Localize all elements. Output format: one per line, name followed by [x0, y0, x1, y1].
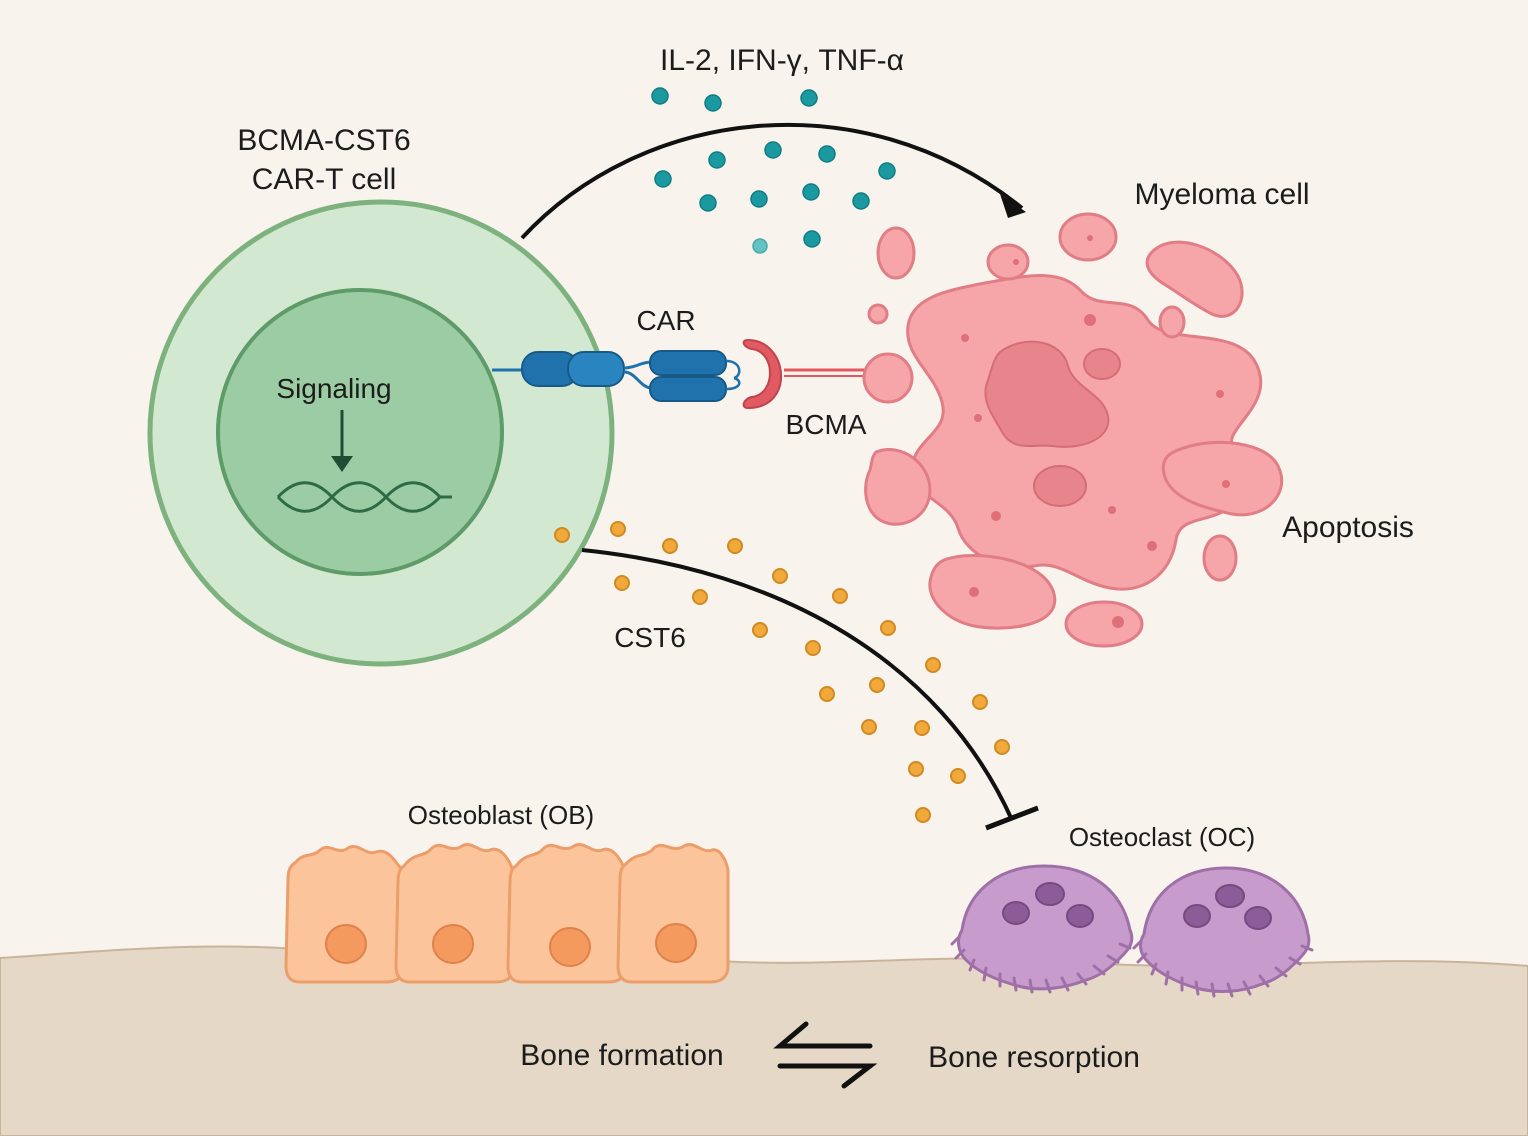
bcma-binding-cup	[742, 338, 783, 410]
car-scfv-light	[649, 376, 727, 402]
myeloma-granules	[961, 235, 1230, 628]
apoptotic-body	[928, 553, 1057, 630]
myeloma-cell	[862, 212, 1284, 648]
osteoclast-nucleus	[1035, 882, 1065, 906]
osteoblast-nucleus	[432, 924, 474, 964]
cst6-inhibition-arrow	[581, 548, 1014, 821]
osteoclast-cell	[1132, 866, 1314, 998]
car-t-cell-label-line1: BCMA-CST6	[237, 124, 410, 157]
bone-surface	[0, 945, 1528, 1136]
car-t-nucleus	[216, 288, 504, 576]
apoptotic-body	[1064, 600, 1144, 648]
osteoclast-nucleus	[1066, 904, 1094, 928]
osteoblast-nucleus	[549, 927, 591, 967]
apoptotic-body	[862, 352, 914, 404]
bcma-receptor	[742, 338, 866, 410]
apoptotic-body	[864, 448, 932, 526]
dna-icon	[276, 481, 452, 513]
signaling-label: Signaling	[276, 373, 391, 404]
osteoblast-cell	[284, 845, 406, 984]
osteoblast-cell	[394, 843, 516, 984]
apoptotic-body	[986, 243, 1030, 281]
cytokines-label: IL-2, IFN-γ, TNF-α	[660, 44, 904, 77]
apoptotic-body	[1145, 240, 1244, 318]
osteoclast-cell	[950, 864, 1134, 994]
myeloma-fragment	[1033, 465, 1087, 507]
cytokine-arrowhead	[1000, 194, 1026, 218]
myeloma-fragment	[1083, 348, 1121, 380]
osteoblast-label: Osteoblast (OB)	[408, 800, 594, 830]
cytokine-arrow	[520, 122, 1024, 240]
apoptotic-body	[1161, 440, 1284, 517]
car-label: CAR	[636, 305, 695, 336]
myeloma-cell-label: Myeloma cell	[1134, 178, 1309, 211]
osteoblast-nucleus	[325, 924, 367, 964]
osteoclast-nucleus	[1244, 906, 1272, 930]
car-receptor	[492, 350, 741, 402]
osteoblast-nucleus	[655, 923, 697, 963]
osteoblasts	[284, 843, 730, 984]
bone-formation-label: Bone formation	[520, 1039, 723, 1072]
apoptotic-body	[867, 303, 889, 325]
cst6-dots	[554, 521, 1010, 823]
osteoclast-label: Osteoclast (OC)	[1069, 822, 1255, 852]
car-domain-2	[567, 351, 625, 387]
signaling-arrowhead	[331, 456, 353, 472]
osteoclast-nucleus	[1215, 884, 1245, 908]
car-t-cell-label-line2: CAR-T cell	[252, 163, 396, 196]
osteoclasts	[950, 864, 1314, 998]
bone-resorption-label: Bone resorption	[928, 1041, 1140, 1074]
apoptotic-body	[1202, 534, 1238, 582]
cst6-inhibition-bar	[985, 805, 1039, 831]
osteoclast-nucleus	[1183, 904, 1211, 928]
osteoclast-nucleus	[1002, 901, 1030, 925]
apoptotic-body	[1158, 305, 1186, 339]
cytokine-dots	[651, 87, 896, 254]
car-t-cell	[147, 199, 615, 667]
myeloma-nucleus	[984, 340, 1110, 448]
osteoblast-cell	[616, 843, 730, 984]
car-scfv-heavy	[649, 350, 727, 376]
apoptosis-label: Apoptosis	[1282, 511, 1414, 544]
cst6-label: CST6	[614, 622, 686, 653]
osteoblast-cell	[506, 843, 628, 984]
bcma-label: BCMA	[786, 409, 867, 440]
apoptotic-body	[876, 226, 916, 280]
equilibrium-arrows-icon	[773, 1021, 878, 1089]
